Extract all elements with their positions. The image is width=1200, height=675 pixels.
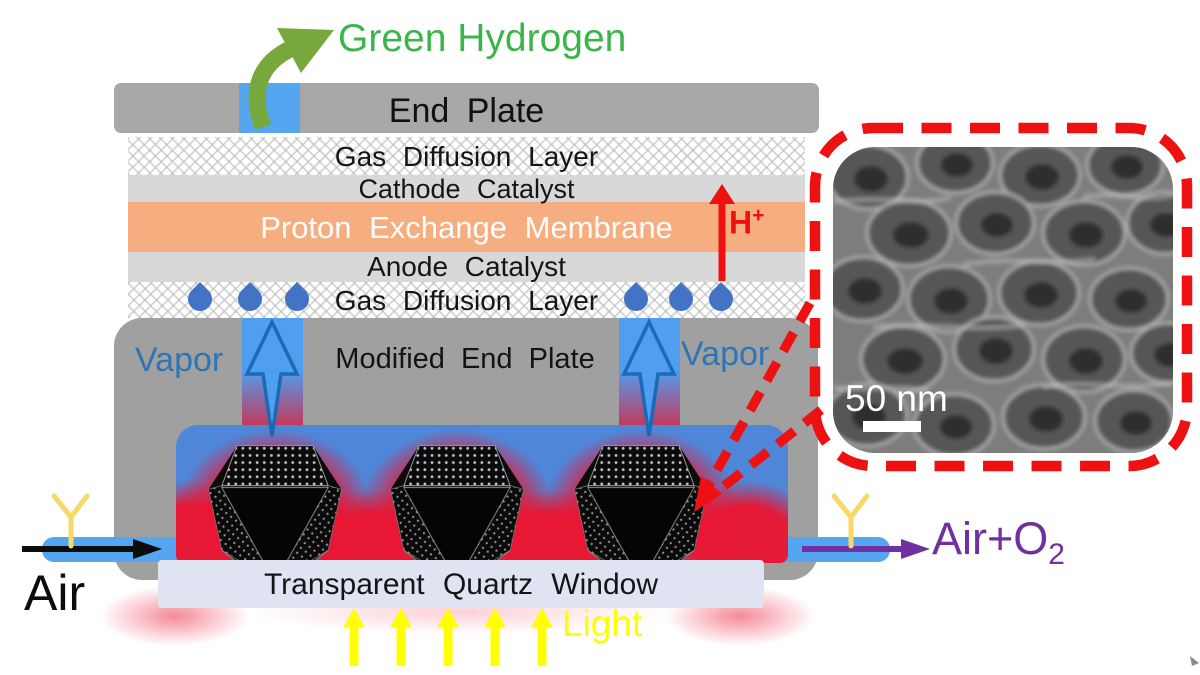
modified-end-plate-label: Modified End Plate xyxy=(335,343,595,375)
heat-gradient xyxy=(619,370,680,432)
anode-catalyst-label: Anode Catalyst xyxy=(367,251,566,282)
scale-bar xyxy=(863,421,921,432)
air-inlet-label: Air xyxy=(24,565,86,621)
proton-label: H+ xyxy=(729,204,764,242)
vapor-channel-left xyxy=(242,318,303,432)
heat-gradient xyxy=(242,370,303,432)
proton-exchange-membrane-label: Proton Exchange Membrane xyxy=(260,210,673,245)
gas-diffusion-bottom-label: Gas Diffusion Layer xyxy=(334,285,599,316)
proton-charge: + xyxy=(752,204,765,227)
green-hydrogen-label: Green Hydrogen xyxy=(338,17,627,60)
reaction-chamber xyxy=(176,425,788,563)
vapor-label-right: Vapor xyxy=(681,335,770,373)
air-outlet-subscript: 2 xyxy=(1048,538,1065,571)
gas-diffusion-top-label: Gas Diffusion Layer xyxy=(334,141,599,172)
end-plate-label: End Plate xyxy=(388,92,545,130)
end-plate-bar xyxy=(114,83,819,133)
cursor-artifact xyxy=(1190,656,1199,666)
proton-exchange-membrane-layer xyxy=(128,202,805,252)
cathode-catalyst-label: Cathode Catalyst xyxy=(358,174,575,204)
quartz-window-label: Transparent Quartz Window xyxy=(263,568,659,601)
sem-texture: 50 nm xyxy=(833,147,1173,453)
vapor-channel-right xyxy=(619,318,680,432)
gas-diffusion-layer-top xyxy=(128,137,805,175)
light-label: Light xyxy=(562,603,643,644)
sem-inset-image: 50 nm xyxy=(833,147,1173,453)
vapor-label-left: Vapor xyxy=(135,341,224,379)
proton-symbol: H xyxy=(729,204,753,241)
scale-bar-label: 50 nm xyxy=(845,378,948,419)
cathode-catalyst-layer xyxy=(128,175,805,202)
anode-catalyst-layer xyxy=(128,252,805,282)
air-outlet-main: Air+O xyxy=(932,513,1049,564)
air-outlet-label: Air+O2 xyxy=(932,513,1065,572)
